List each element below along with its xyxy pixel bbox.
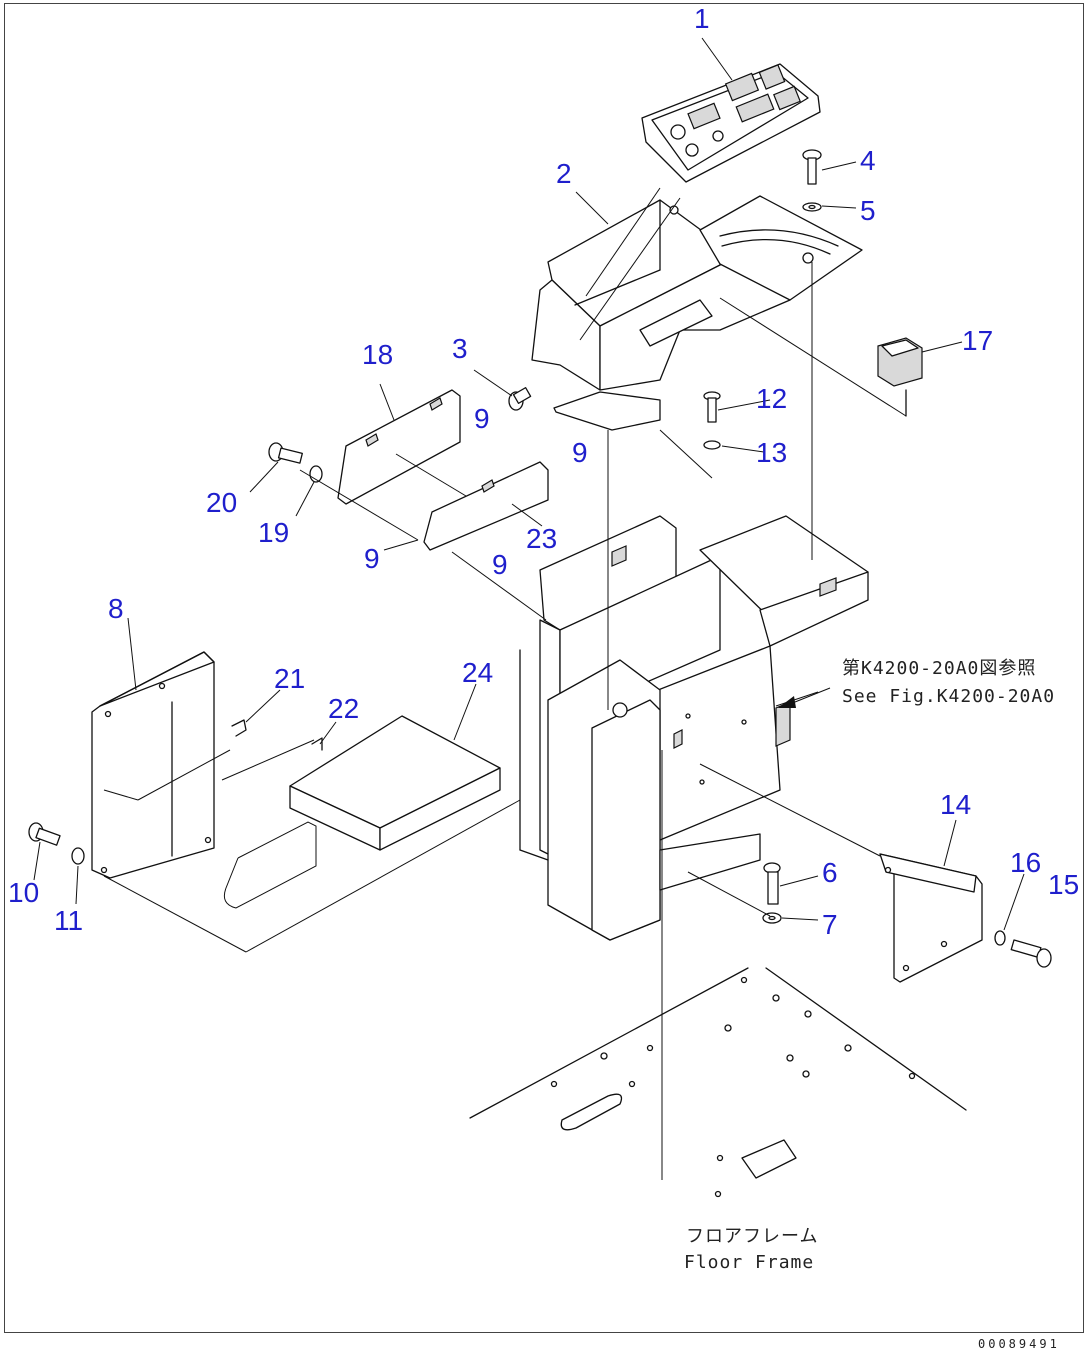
callout-2: 2 xyxy=(556,158,572,189)
callout-11: 11 xyxy=(54,905,83,936)
part-4-bolt xyxy=(802,149,822,185)
part-23-side-plate xyxy=(423,461,549,551)
callout-9-c: 9 xyxy=(364,543,380,574)
callout-15: 15 xyxy=(1048,869,1079,900)
callout-9-d: 9 xyxy=(492,549,508,580)
callout-20: 20 xyxy=(206,487,237,518)
part-3-screw xyxy=(508,387,532,411)
callout-23: 23 xyxy=(526,523,557,554)
callout-1: 1 xyxy=(694,3,710,34)
callout-14: 14 xyxy=(940,789,971,820)
callout-12: 12 xyxy=(756,383,787,414)
part-6-bolt xyxy=(763,862,781,905)
callout-9-b: 9 xyxy=(572,437,588,468)
part-8-side-cover xyxy=(91,651,215,879)
callout-4: 4 xyxy=(860,145,876,176)
callout-7: 7 xyxy=(822,909,838,940)
see-figure-note-japanese: 第K4200-20A0図参照 xyxy=(842,658,1036,679)
part-1-monitor-panel xyxy=(641,63,821,183)
callout-9-a: 9 xyxy=(474,403,490,434)
part-15-bolt xyxy=(1010,939,1052,968)
part-12-bolt xyxy=(703,391,721,423)
floor-frame xyxy=(469,967,967,1198)
callout-8: 8 xyxy=(108,593,124,624)
part-10-bolt xyxy=(28,822,61,846)
callout-5: 5 xyxy=(860,195,876,226)
part-13-washer xyxy=(703,440,721,450)
document-id: 00089491 xyxy=(978,1337,1060,1351)
callout-3: 3 xyxy=(452,333,468,364)
part-7-washer xyxy=(762,912,782,924)
part-14-bracket xyxy=(879,853,983,983)
reference-arrow xyxy=(778,687,831,708)
callout-6: 6 xyxy=(822,857,838,888)
part-17-switch xyxy=(877,337,923,417)
part-5-washer xyxy=(802,202,822,212)
callout-13: 13 xyxy=(756,437,787,468)
callout-22: 22 xyxy=(328,693,359,724)
part-22-clip xyxy=(311,737,323,751)
part-24-pad xyxy=(289,715,501,851)
leader-lines xyxy=(33,37,1025,1180)
callout-19: 19 xyxy=(258,517,289,548)
callout-21: 21 xyxy=(274,663,305,694)
see-figure-note-english: See Fig.K4200-20A0 xyxy=(842,686,1055,707)
callout-labels: 1 2 3 4 5 6 7 8 9 9 9 9 10 11 12 13 14 1… xyxy=(8,3,1079,940)
part-20-bolt xyxy=(268,442,303,464)
callout-24: 24 xyxy=(462,657,493,688)
drawing-frame xyxy=(4,3,1084,1333)
floor-frame-label-english: Floor Frame xyxy=(684,1252,814,1273)
part-11-washer xyxy=(71,847,85,865)
console-box-frame xyxy=(519,515,869,941)
callout-10: 10 xyxy=(8,877,39,908)
part-2-console-cover xyxy=(531,195,863,431)
part-16-washer xyxy=(994,930,1006,946)
part-21-clip xyxy=(231,719,247,737)
callout-16: 16 xyxy=(1010,847,1041,878)
callout-17: 17 xyxy=(962,325,993,356)
part-18-side-plate xyxy=(337,389,461,505)
floor-frame-label-japanese: フロアフレーム xyxy=(686,1226,818,1247)
callout-18: 18 xyxy=(362,339,393,370)
